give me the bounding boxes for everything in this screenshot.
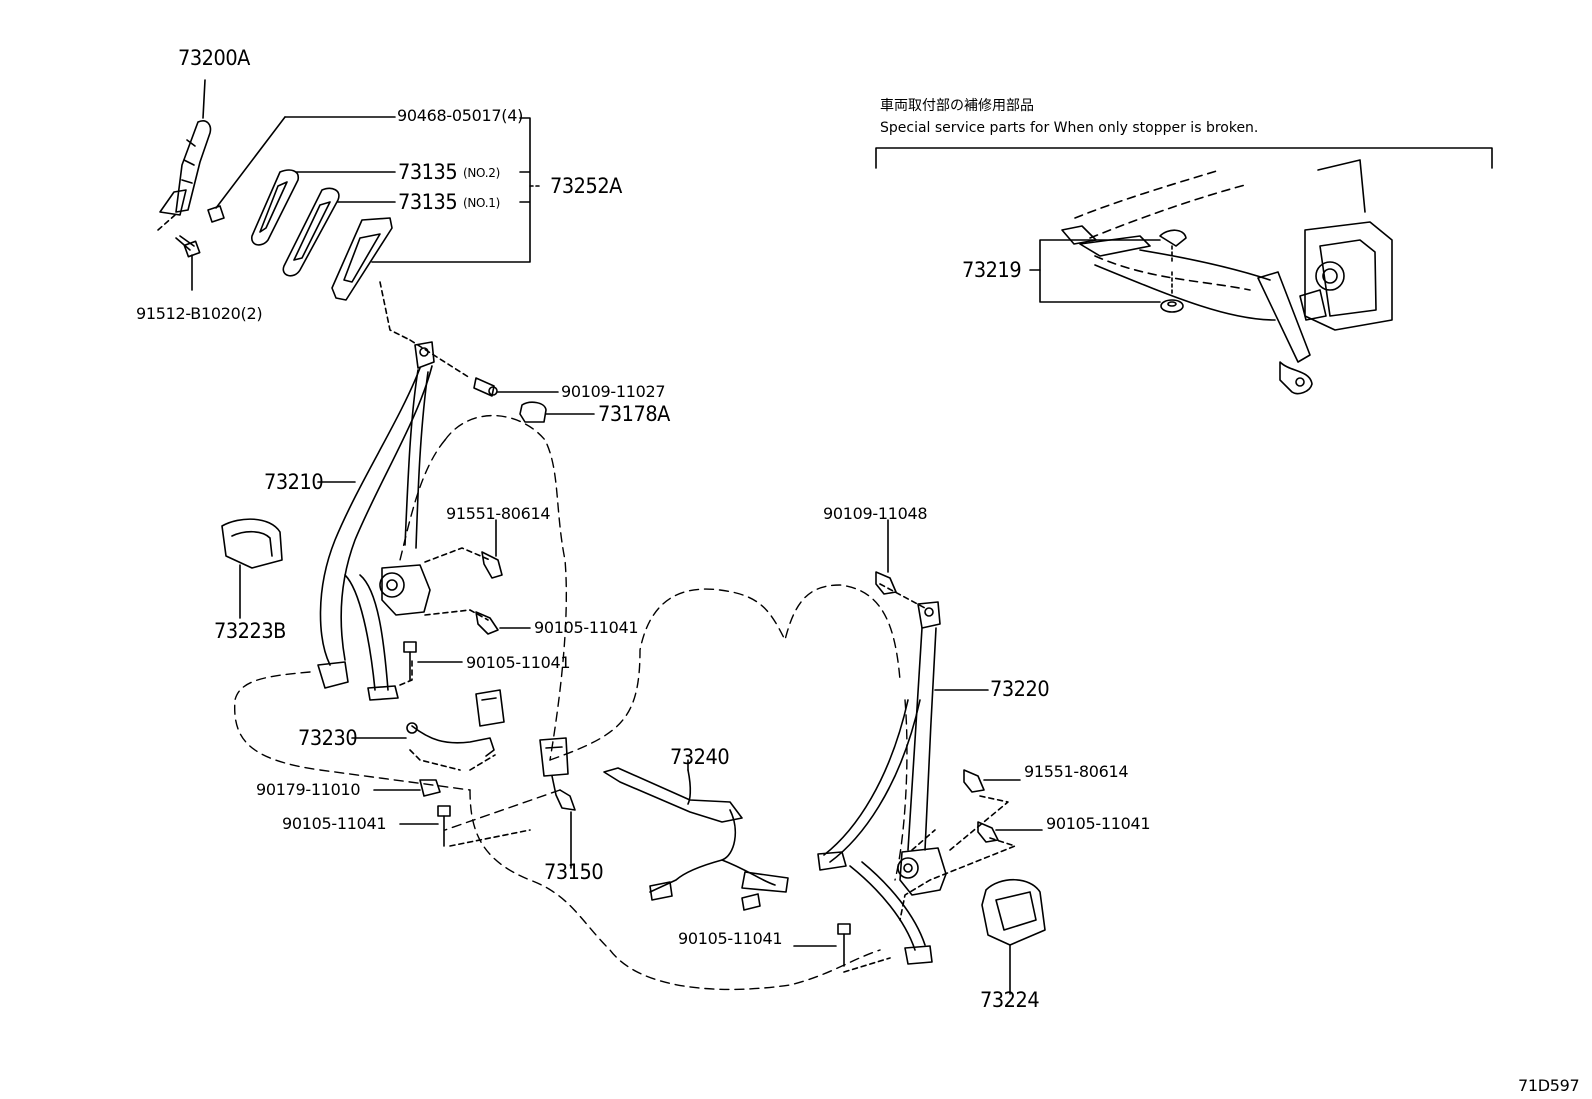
bolt-90105-11041-retractor xyxy=(475,611,531,635)
bolt-91551-80614-right xyxy=(963,769,1021,793)
service-note-english: Special service parts for When only stop… xyxy=(880,120,1259,136)
seat-belt-73210 xyxy=(317,339,491,701)
service-note-japanese: 車両取付部の補修用部品 xyxy=(880,98,1034,114)
label-no1: (NO.1) xyxy=(463,196,500,210)
label-90105-11041-a: 90105-11041 xyxy=(534,618,639,637)
label-90109-11048: 90109-11048 xyxy=(823,504,928,523)
figure-id: 71D597 xyxy=(1518,1076,1580,1095)
label-90468-05017: 90468-05017(4) xyxy=(397,106,524,125)
label-73230: 73230 xyxy=(298,726,358,750)
bolt-90105-11041-floor xyxy=(793,923,891,973)
label-73150: 73150 xyxy=(544,860,604,884)
label-91512-b1020: 91512-B1020(2) xyxy=(136,304,263,323)
label-90105-11041-b: 90105-11041 xyxy=(466,653,571,672)
cover-73224 xyxy=(981,879,1046,995)
clip-90468 xyxy=(207,116,396,223)
label-90179-11010: 90179-11010 xyxy=(256,780,361,799)
bolt-90109-11027 xyxy=(473,377,559,397)
bolt-91512 xyxy=(175,235,201,291)
bolt-91551-80614-left xyxy=(481,519,503,579)
nut-90179-11010 xyxy=(373,779,441,797)
label-73220: 73220 xyxy=(990,677,1050,701)
bolt-90105-11041-lower xyxy=(403,641,463,681)
lap-belt-73240 xyxy=(603,759,789,911)
label-91551-80614-right: 91551-80614 xyxy=(1024,762,1129,781)
cover-73252a xyxy=(331,117,541,341)
cover-73135-no2 xyxy=(251,169,396,246)
label-90105-11041-e: 90105-11041 xyxy=(1046,814,1151,833)
label-90109-11027: 90109-11027 xyxy=(561,382,666,401)
label-73200a: 73200A xyxy=(178,46,250,70)
bolt-90105-11041-buckle xyxy=(399,805,531,847)
label-73135-no1: 73135 xyxy=(398,190,458,214)
label-73178a: 73178A xyxy=(598,402,670,426)
label-73224: 73224 xyxy=(980,988,1040,1012)
label-73240: 73240 xyxy=(670,745,730,769)
label-91551-80614-left: 91551-80614 xyxy=(446,504,551,523)
label-73210: 73210 xyxy=(264,470,324,494)
cover-73223b xyxy=(221,518,283,619)
seat-belt-73220 xyxy=(817,583,1016,965)
buckle-73150 xyxy=(539,737,576,869)
label-73135-no2: 73135 xyxy=(398,160,458,184)
label-no2: (NO.2) xyxy=(463,166,500,180)
label-73252a: 73252A xyxy=(550,174,622,198)
buckle-73230 xyxy=(351,689,505,771)
anchor-bracket-73200a xyxy=(157,79,212,231)
bolt-90109-11048 xyxy=(875,519,897,595)
cover-73135-no1 xyxy=(282,187,396,277)
service-parts-inset xyxy=(875,147,1493,395)
bolt-90105-11041-right xyxy=(977,821,1043,843)
label-73223b: 73223B xyxy=(214,619,286,643)
label-90105-11041-c: 90105-11041 xyxy=(282,814,387,833)
label-90105-11041-d: 90105-11041 xyxy=(678,929,783,948)
rear-seat-outline xyxy=(234,414,908,991)
cover-73178a xyxy=(519,401,595,423)
label-73219: 73219 xyxy=(962,258,1022,282)
